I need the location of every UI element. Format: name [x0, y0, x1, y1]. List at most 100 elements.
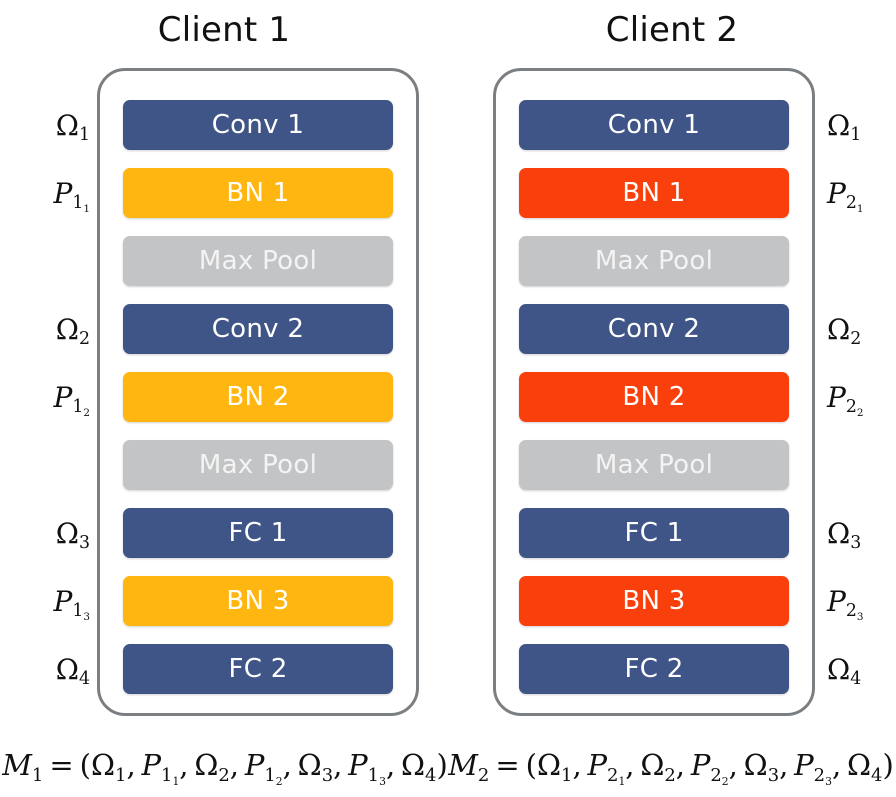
subscript-primary: 22 — [710, 765, 729, 788]
layer-label: BN 3 — [622, 586, 686, 616]
layer-block[interactable]: Conv 2 — [519, 304, 789, 354]
layer-block[interactable]: BN 1 — [123, 168, 393, 218]
subscript-primary: 12 — [264, 765, 283, 788]
comma: , — [831, 748, 847, 782]
formula-term: Ω1 — [536, 748, 573, 787]
layer-label: BN 3 — [226, 586, 290, 616]
layer-block[interactable]: BN 2 — [123, 372, 393, 422]
parameter-label: P22 — [821, 372, 896, 422]
layer-block[interactable]: FC 2 — [519, 644, 789, 694]
subscript-primary: 21 — [607, 765, 626, 788]
formula-term: P21 — [587, 748, 626, 788]
formula-term: Ω2 — [194, 748, 230, 787]
layer-label: Max Pool — [198, 246, 318, 276]
subscript-primary: 23 — [813, 765, 832, 788]
subscript-secondary: 2 — [275, 774, 283, 788]
open-paren: ( — [525, 748, 537, 782]
comma: , — [333, 748, 349, 782]
layer-label: Conv 1 — [211, 110, 305, 140]
layer-block[interactable]: Conv 2 — [123, 304, 393, 354]
parameter-label: Ω3 — [821, 508, 896, 558]
subscript-secondary: 1 — [856, 203, 864, 216]
layer-block[interactable]: BN 1 — [519, 168, 789, 218]
subscript-primary: 1 — [561, 765, 573, 787]
layer-label: FC 2 — [624, 654, 684, 684]
layer-block[interactable]: BN 3 — [123, 576, 393, 626]
formula-term: P12 — [244, 748, 283, 788]
comma: , — [779, 748, 795, 782]
subscript-secondary: 3 — [83, 611, 90, 624]
layer-block[interactable]: Max Pool — [519, 236, 789, 286]
math-symbol: Ω4 — [827, 652, 862, 690]
close-paren: ) — [436, 748, 448, 782]
layer-block[interactable]: Conv 1 — [123, 100, 393, 150]
layer-block[interactable]: Max Pool — [123, 236, 393, 286]
layer-block[interactable]: BN 2 — [519, 372, 789, 422]
subscript-secondary: 2 — [856, 407, 864, 420]
parameter-label: P12 — [8, 372, 94, 422]
subscript-primary: 22 — [845, 397, 864, 420]
math-symbol: Ω1 — [55, 108, 90, 146]
formula-term: P22 — [690, 748, 729, 788]
formula-term: Ω4 — [400, 748, 437, 787]
layer-block[interactable]: Max Pool — [123, 440, 393, 490]
subscript-primary: 2 — [78, 329, 90, 350]
model-symbol: M2 — [448, 748, 490, 787]
subscript-secondary: 2 — [721, 774, 729, 788]
subscript-primary: 2 — [664, 765, 676, 787]
layer-label: Max Pool — [198, 450, 318, 480]
math-symbol: Ω2 — [827, 312, 862, 350]
subscript-primary: 13 — [72, 601, 90, 624]
subscript-secondary: 2 — [83, 407, 90, 420]
parameter-label: P11 — [8, 168, 94, 218]
subscript-primary: 11 — [72, 193, 90, 216]
subscript-primary: 3 — [78, 533, 90, 554]
subscript-primary: 1 — [115, 765, 127, 787]
layer-block[interactable]: Conv 1 — [519, 100, 789, 150]
layer-block[interactable]: BN 3 — [519, 576, 789, 626]
subscript-secondary: 1 — [83, 203, 90, 216]
layer-label: FC 1 — [624, 518, 684, 548]
subscript-primary: 2 — [477, 765, 490, 787]
subscript-secondary: 3 — [856, 611, 864, 624]
subscript-primary: 4 — [871, 765, 883, 787]
math-symbol: Ω3 — [55, 516, 90, 554]
math-symbol: Ω3 — [827, 516, 862, 554]
layer-block[interactable]: FC 2 — [123, 644, 393, 694]
client-1-title: Client 1 — [157, 10, 291, 50]
formula-term: P13 — [348, 748, 386, 788]
formula-term: Ω3 — [743, 748, 780, 787]
subscript-primary: 2 — [218, 765, 230, 787]
math-symbol: P12 — [53, 380, 90, 420]
comma: , — [282, 748, 298, 782]
parameter-label: Ω2 — [821, 304, 896, 354]
parameter-label: Ω1 — [821, 100, 896, 150]
layer-label: FC 2 — [228, 654, 288, 684]
layer-block[interactable]: FC 1 — [123, 508, 393, 558]
layer-label: Conv 2 — [211, 314, 305, 344]
subscript-primary: 21 — [845, 193, 864, 216]
subscript-primary: 1 — [31, 765, 44, 787]
parameter-label: Ω1 — [8, 100, 94, 150]
subscript-primary: 11 — [161, 765, 180, 788]
subscript-primary: 2 — [850, 329, 862, 350]
subscript-primary: 4 — [850, 669, 862, 690]
layer-label: BN 2 — [226, 382, 290, 412]
subscript-primary: 23 — [845, 601, 864, 624]
subscript-primary: 4 — [425, 765, 437, 787]
layer-block[interactable]: Max Pool — [519, 440, 789, 490]
subscript-secondary: 3 — [825, 774, 832, 788]
subscript-secondary: 3 — [379, 774, 386, 788]
subscript-primary: 3 — [321, 765, 334, 787]
parameter-label: Ω4 — [821, 644, 896, 694]
client-2-title: Client 2 — [605, 10, 739, 50]
comma: , — [126, 748, 142, 782]
layer-block[interactable]: FC 1 — [519, 508, 789, 558]
formula-term: Ω3 — [297, 748, 334, 787]
